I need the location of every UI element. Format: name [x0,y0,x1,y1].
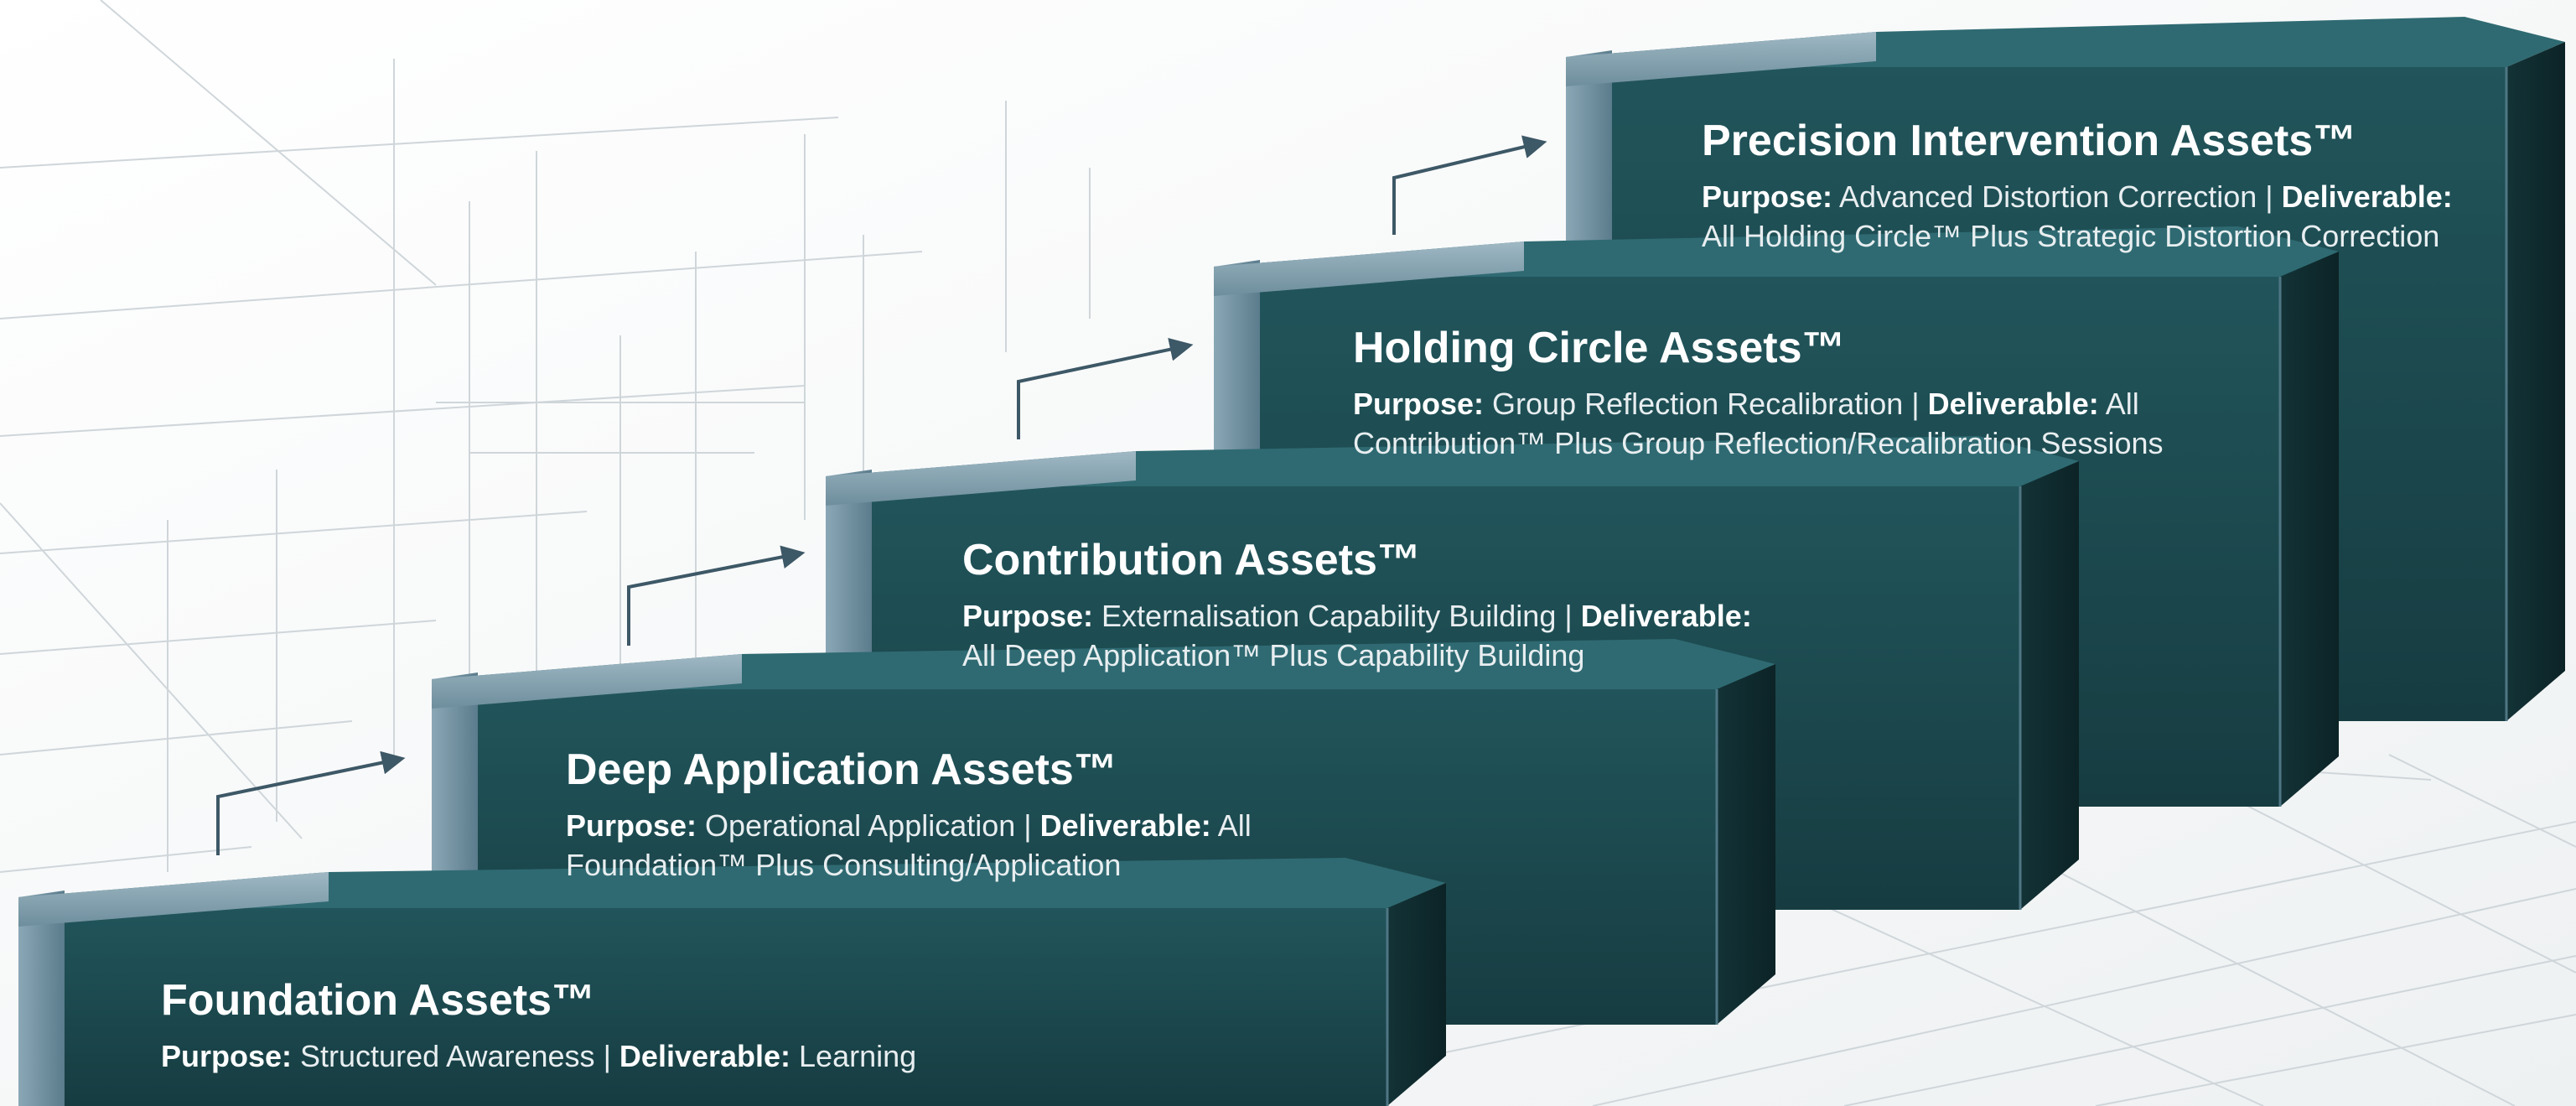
step-title: Precision Intervention Assets™ [1702,117,2356,165]
step-title: Foundation Assets™ [161,976,595,1025]
step-side-face [2506,42,2565,721]
step-rim-lip [826,451,1136,506]
step-side-face [2020,461,2079,910]
step-top-face [826,436,2079,486]
step-description-line-2: Contribution™ Plus Group Reflection/Reca… [1353,426,2163,460]
step-rim-pillar [18,891,65,1106]
step-top-face [18,858,1446,908]
step-description-line-1: Purpose: Group Reflection Recalibration … [1353,387,2139,421]
step-description-line-2: Foundation™ Plus Consulting/Application [566,848,1121,882]
step-label-1: Foundation Assets™ Purpose: Structured Aw… [161,976,916,1073]
step-title: Holding Circle Assets™ [1353,324,1846,372]
step-label-3: Contribution Assets™ Purpose: Externalisa… [962,536,1752,672]
step-label-5: Precision Intervention Assets™ Purpose: A… [1702,117,2453,253]
step-description-line-2: All Deep Application™ Plus Capability Bu… [962,638,1584,672]
step-rim-lip [1566,32,1876,86]
step-rim-lip [1214,241,1524,296]
step-rim-lip [18,872,329,927]
step-title: Contribution Assets™ [962,536,1421,584]
progress-arrow-1 [216,750,406,855]
labels-group: Foundation Assets™ Purpose: Structured Aw… [161,117,2453,1073]
step-description-line-2: All Holding Circle™ Plus Strategic Disto… [1702,219,2439,253]
step-rim-lip [432,654,742,709]
step-label-2: Deep Application Assets™ Purpose: Operati… [566,745,1252,882]
step-block-1 [18,858,1446,1106]
step-side-face [1387,883,1446,1106]
step-front-face [65,908,1387,1106]
step-description-line-1: Purpose: Structured Awareness | Delivera… [161,1039,916,1073]
step-description-line-1: Purpose: Operational Application | Deliv… [566,808,1252,843]
step-top-face [432,639,1775,689]
step-side-face [1717,664,1775,1025]
step-side-face [2280,252,2339,807]
step-title: Deep Application Assets™ [566,745,1117,794]
step-description-line-1: Purpose: Externalisation Capability Buil… [962,599,1752,633]
progress-arrow-3 [1017,337,1194,439]
step-label-4: Holding Circle Assets™ Purpose: Group Ref… [1353,324,2163,460]
progress-arrow-4 [1392,135,1547,235]
progress-arrow-2 [627,545,806,646]
step-description-line-1: Purpose: Advanced Distortion Correction … [1702,179,2453,214]
arrows-group [216,135,1547,855]
steps-group [18,17,2565,1106]
